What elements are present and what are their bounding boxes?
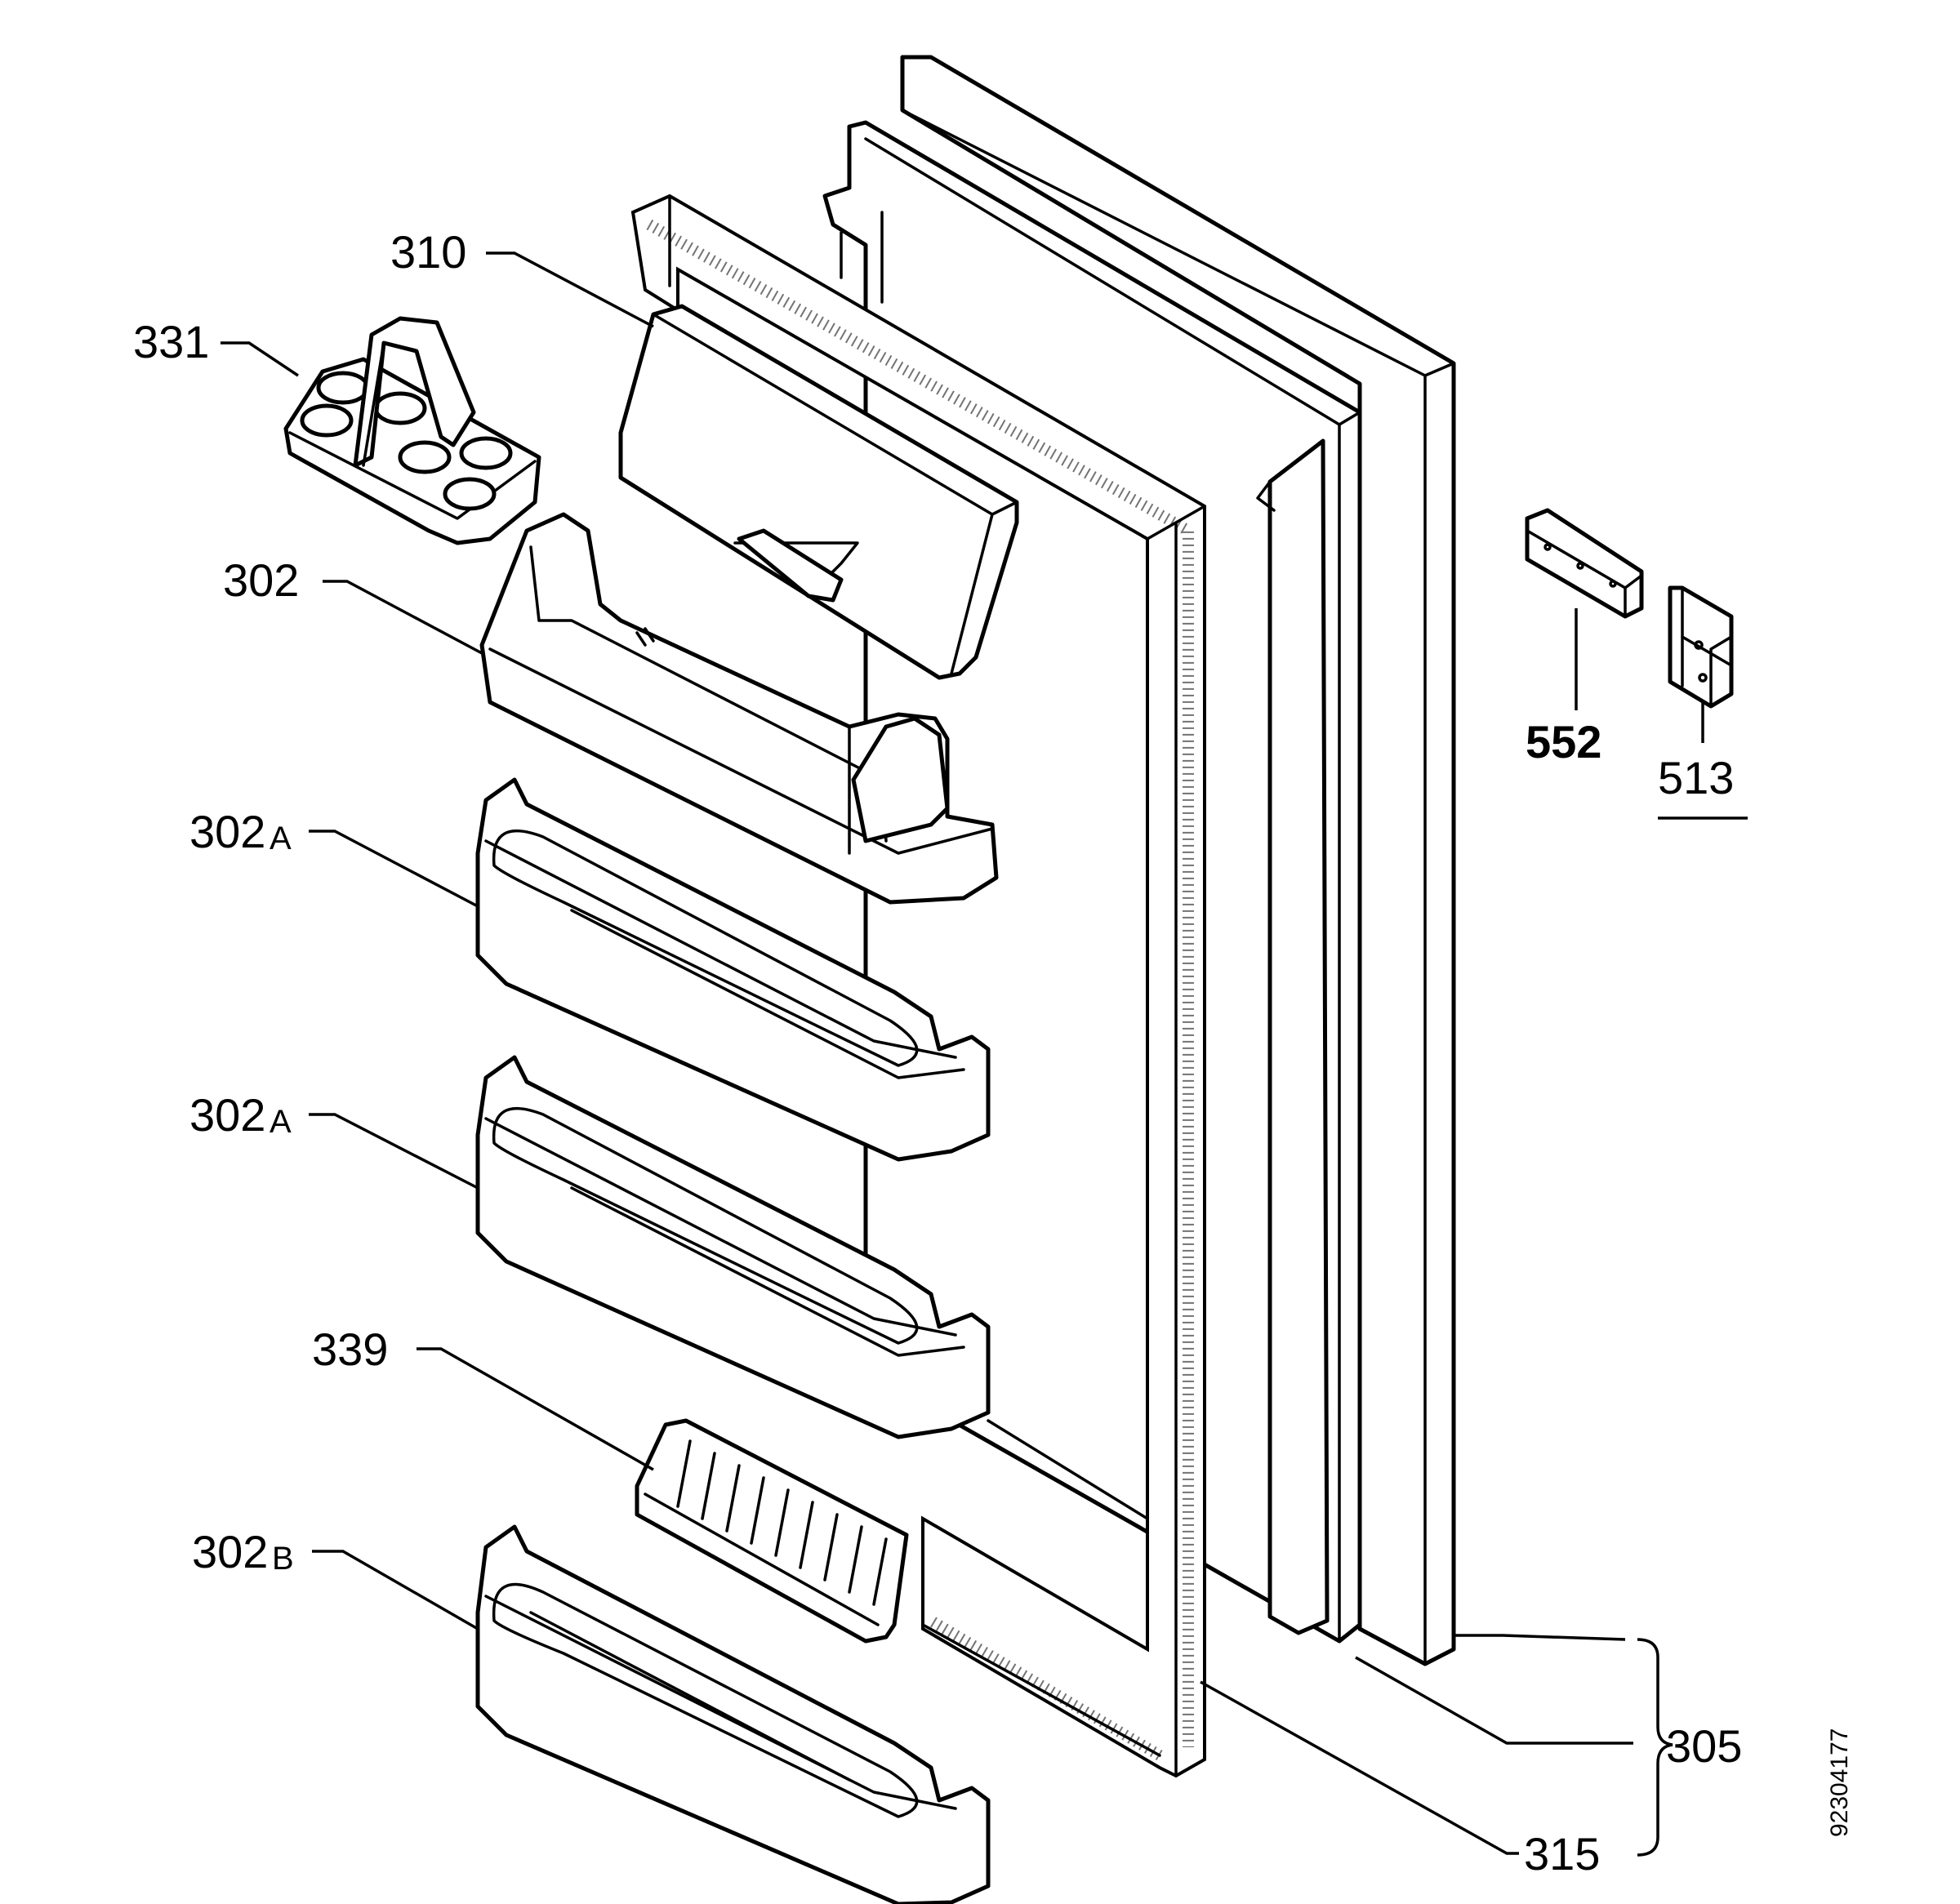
part-310-dairy-flap — [618, 304, 1019, 680]
part-513-hinge-bracket — [1668, 585, 1734, 709]
label-305: 305 — [1666, 1720, 1742, 1772]
part-339-bottle-retainer — [635, 1418, 909, 1644]
part-302a-bottle-shelf-upper — [475, 777, 991, 1162]
document-number: 92304177 — [1826, 1728, 1853, 1837]
part-302a-bottle-shelf-lower — [475, 1055, 991, 1439]
label-339: 339 — [312, 1323, 388, 1375]
label-513: 513 — [1658, 752, 1734, 803]
label-552: 552 — [1526, 716, 1601, 767]
label-302a-lower: 302 — [189, 1089, 265, 1141]
leader-lines — [220, 251, 1748, 1857]
label-310: 310 — [390, 226, 466, 278]
label-331: 331 — [133, 316, 209, 367]
label-302b-suffix: B — [272, 1541, 294, 1577]
part-331-egg-tray — [283, 316, 541, 545]
label-302a-upper-suffix: A — [270, 821, 292, 856]
part-302b-bottom-shelf — [475, 1524, 991, 1904]
part-552-hinge-cover — [1525, 508, 1644, 619]
label-302b: 302 — [192, 1526, 268, 1577]
label-302a-lower-suffix: A — [270, 1104, 292, 1140]
label-302a-upper: 302 — [189, 806, 265, 857]
label-302: 302 — [223, 554, 299, 606]
part-labels: 310 331 302 302 A 302 A 339 302 B 552 51… — [133, 226, 1853, 1880]
label-315: 315 — [1524, 1828, 1600, 1880]
part-302-door-shelf — [479, 512, 999, 905]
door-gasket — [630, 194, 1206, 1778]
door-outer-panel — [900, 55, 1456, 1666]
